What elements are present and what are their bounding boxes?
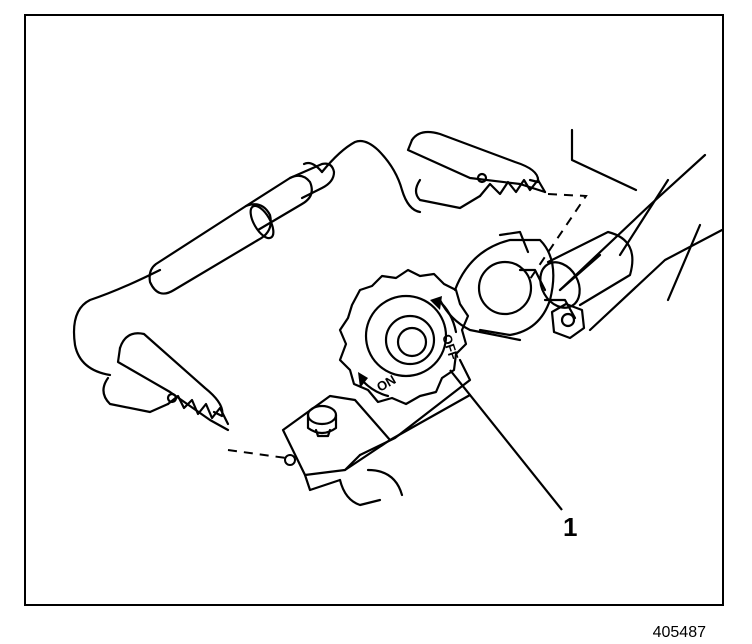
- fuse-holder: [148, 162, 336, 295]
- figure-id: 405487: [652, 624, 706, 641]
- lower-alligator-clip: [102, 332, 230, 432]
- ground-stud: [306, 404, 338, 438]
- mounting-bracket: [338, 468, 404, 507]
- jumper-wire: [72, 139, 422, 377]
- vehicle-structure: [570, 128, 702, 302]
- terminal-nut: [550, 302, 586, 340]
- connection-leads: [227, 193, 588, 459]
- on-arrowhead: [358, 372, 368, 388]
- callout-leader: [449, 369, 563, 511]
- illustration-frame: [24, 14, 724, 606]
- ground-point: [284, 454, 296, 466]
- switch-knob[interactable]: [338, 268, 470, 406]
- off-arrowhead: [430, 296, 442, 310]
- cable-boot: [539, 230, 634, 309]
- switch-body: [281, 358, 472, 492]
- battery-cable: [558, 153, 724, 332]
- callout-number: 1: [563, 512, 578, 542]
- upper-alligator-clip: [406, 130, 547, 210]
- terminal-clamp: [453, 238, 577, 337]
- off-label: OFF: [439, 332, 461, 361]
